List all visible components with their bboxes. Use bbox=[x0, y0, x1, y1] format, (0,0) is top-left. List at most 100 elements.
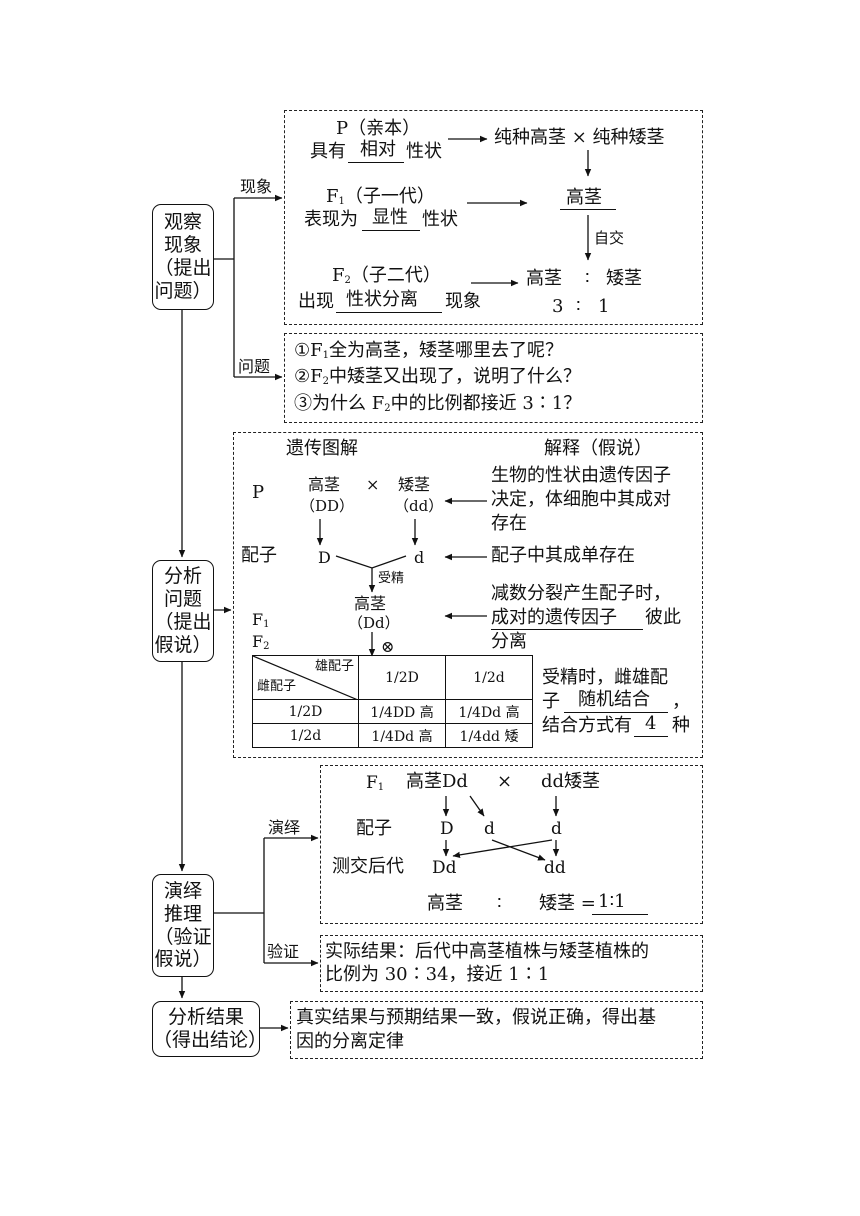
step-text: 分析 bbox=[163, 565, 202, 588]
explain-3-line1: 减数分裂产生配子时， bbox=[491, 583, 671, 604]
punnett-cell: 1/4Dd 高 bbox=[445, 699, 533, 724]
verification-box bbox=[320, 935, 703, 992]
step-deduce: 演绎 推理 （验证 假说） bbox=[152, 874, 214, 977]
f1-label: F1（子一代） bbox=[326, 186, 435, 208]
tc-gamete-d2: d bbox=[551, 819, 562, 839]
question-num: ②F bbox=[294, 366, 323, 387]
hyp-f1-letter: F bbox=[252, 610, 264, 629]
step-text: 假说） bbox=[154, 948, 212, 971]
question-num: ①F bbox=[294, 340, 323, 361]
answer-underline bbox=[564, 712, 668, 713]
question-box bbox=[284, 333, 703, 423]
tc-f1-letter: F bbox=[366, 773, 378, 793]
step-text: 演绎 bbox=[163, 879, 202, 902]
phenomenon-box bbox=[284, 110, 703, 325]
f2-desc-suffix: 现象 bbox=[445, 291, 481, 312]
question-text: 中的比例都接近 3∶1？ bbox=[390, 393, 582, 414]
parent-cross: × bbox=[366, 475, 380, 494]
fertilization-label: 受精 bbox=[378, 571, 405, 586]
answer-underline bbox=[348, 162, 404, 163]
answer-underline bbox=[560, 209, 616, 210]
answer-underline bbox=[634, 736, 668, 737]
answer-underline bbox=[491, 629, 643, 630]
branch-label-verification: 验证 bbox=[267, 942, 300, 961]
male-gamete-header: 雄配子 bbox=[314, 659, 354, 674]
tc-tall-genotype: 高茎Dd bbox=[406, 771, 468, 792]
punnett-corner: 雄配子 雌配子 bbox=[252, 655, 359, 700]
step-text: 现象 bbox=[163, 234, 202, 257]
gamete-D: D bbox=[318, 548, 331, 567]
f1-letter: F bbox=[326, 186, 339, 207]
f2-ratio-a: 3 bbox=[552, 296, 564, 317]
explain-3-blank: 成对的遗传因子 bbox=[491, 607, 617, 628]
punnett-row-header: 1/2d bbox=[252, 723, 359, 748]
f1-phenotype: 高茎 bbox=[354, 594, 387, 613]
punnett-col-header: 1/2d bbox=[445, 655, 533, 700]
explain-4-line3-suffix: 种 bbox=[672, 715, 690, 736]
hyp-f2-sub: 2 bbox=[263, 641, 270, 652]
p-desc-prefix: 具有 bbox=[310, 141, 346, 162]
gamete-label: 配子 bbox=[241, 545, 277, 566]
step-text: 假说） bbox=[154, 633, 212, 656]
f1-desc-prefix: 表现为 bbox=[304, 209, 358, 230]
step-text: 分析结果 bbox=[167, 1006, 244, 1029]
corner-diagonal bbox=[253, 656, 358, 700]
step-text: （验证 bbox=[154, 925, 212, 948]
f1-result: 高茎 bbox=[566, 187, 602, 208]
question-sub: 1 bbox=[322, 350, 330, 361]
step-observe: 观察 现象 （提出 问题） bbox=[152, 204, 214, 310]
female-gamete-header: 雌配子 bbox=[257, 679, 297, 694]
question-sub: 2 bbox=[322, 376, 330, 387]
f2-dwarf: 矮茎 bbox=[606, 268, 642, 289]
step-text: （得出结论） bbox=[153, 1029, 268, 1051]
parent-dwarf: 矮茎 bbox=[398, 475, 431, 494]
explain-4-prefix: 子 bbox=[542, 691, 560, 712]
answer-underline bbox=[362, 230, 420, 231]
explain-4-line3-prefix: 结合方式有 bbox=[542, 715, 632, 736]
conclusion-line1: 真实结果与预期结果一致，假说正确，得出基 bbox=[296, 1007, 656, 1028]
punnett-cell: 1/4Dd 高 bbox=[358, 723, 446, 748]
explain-3-suffix: 彼此 bbox=[645, 607, 681, 628]
hyp-f2-label: F2 bbox=[252, 632, 269, 653]
p-blank-answer: 相对 bbox=[360, 139, 396, 160]
hyp-f2-letter: F bbox=[252, 632, 264, 651]
tc-offspring-label: 测交后代 bbox=[332, 856, 404, 877]
branch-label-question: 问题 bbox=[238, 357, 271, 376]
f1-subscript: 1 bbox=[338, 196, 345, 207]
testcross-box bbox=[320, 765, 703, 924]
verification-line2: 比例为 30∶34，接近 1∶1 bbox=[325, 964, 550, 985]
explain-2: 配子中其成单存在 bbox=[491, 545, 635, 566]
explain-4-suffix: ， bbox=[672, 691, 690, 712]
question-2: ②F2中矮茎又出现了，说明了什么？ bbox=[294, 366, 581, 388]
hypothesis-box bbox=[233, 432, 703, 758]
f2-desc-prefix: 出现 bbox=[298, 291, 334, 312]
conclusion-line2: 因的分离定律 bbox=[296, 1031, 404, 1052]
diagram-title: 遗传图解 bbox=[286, 438, 358, 459]
f1-paren: （子一代） bbox=[344, 186, 435, 207]
f1-blank-answer: 显性 bbox=[372, 207, 408, 228]
question-text: 中矮茎又出现了，说明了什么？ bbox=[329, 366, 582, 387]
f1-desc-suffix: 性状 bbox=[422, 209, 458, 230]
tc-f1-label: F1 bbox=[366, 773, 384, 794]
branch-label-phenomenon: 现象 bbox=[240, 177, 273, 196]
step-text: （提出 bbox=[154, 257, 212, 279]
step-text: 推理 bbox=[163, 902, 202, 925]
f2-colon: ∶ bbox=[585, 268, 590, 289]
parent-tall-genotype: （DD） bbox=[300, 497, 355, 515]
question-1: ①F1全为高茎，矮茎哪里去了呢？ bbox=[294, 340, 563, 362]
f2-subscript: 2 bbox=[344, 275, 351, 286]
branch-label-deduction: 演绎 bbox=[268, 818, 301, 837]
question-num: ③为什么 F bbox=[294, 393, 385, 414]
punnett-cell: 1/4DD 高 bbox=[358, 699, 446, 724]
f2-paren: （子二代） bbox=[350, 265, 441, 286]
answer-underline bbox=[336, 312, 442, 313]
question-text: 全为高茎，矮茎哪里去了呢？ bbox=[329, 340, 564, 361]
selfing-symbol: ⊗ bbox=[381, 637, 395, 656]
tc-colon: ∶ bbox=[497, 893, 502, 914]
step-text: 问题） bbox=[154, 279, 212, 302]
tc-dwarf-genotype: dd矮茎 bbox=[541, 771, 601, 792]
tc-gamete-d1: d bbox=[484, 819, 495, 839]
hyp-f1-sub: 1 bbox=[263, 619, 270, 630]
